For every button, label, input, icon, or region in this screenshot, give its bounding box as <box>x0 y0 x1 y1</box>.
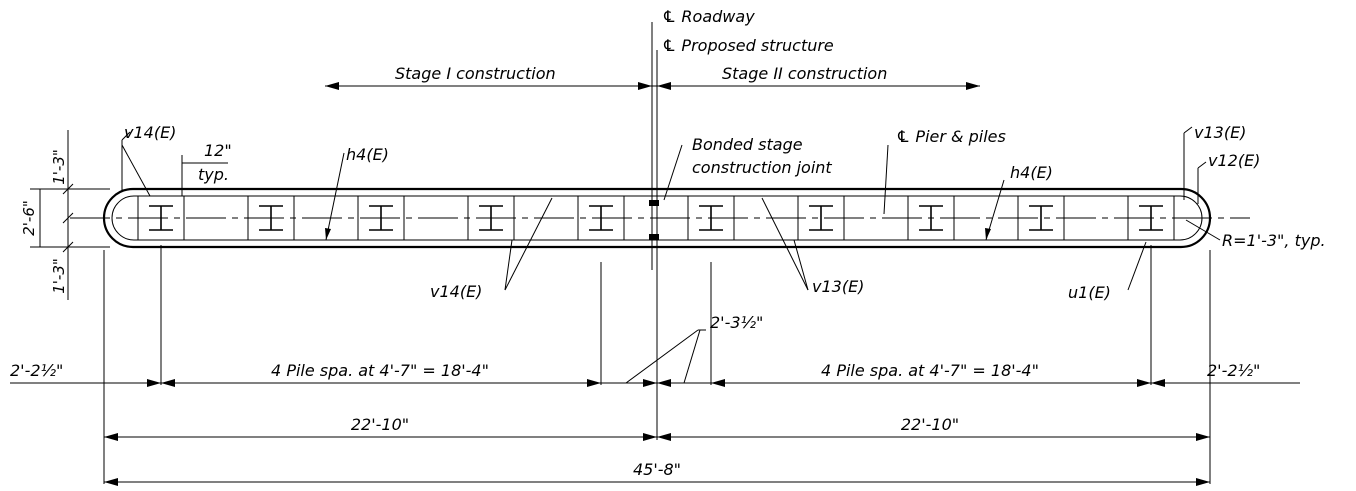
h-pile-icon <box>1017 195 1065 241</box>
right-half-length: 22'-10" <box>901 415 959 434</box>
h-pile-icon <box>247 195 295 241</box>
overall-length-dimension <box>104 478 1210 486</box>
h-pile-icon <box>907 195 955 241</box>
v13-callout: v13(E) <box>1194 123 1246 142</box>
h-pile-icon <box>1127 195 1175 241</box>
structure-centerline-label: ℄ Proposed structure <box>662 36 834 55</box>
left-callout-leaders <box>121 131 345 241</box>
v14-callout: v14(E) <box>124 123 176 142</box>
bottom-callout-leaders <box>504 197 1147 291</box>
v14-bottom-callout: v14(E) <box>430 282 482 301</box>
right-pile-spacing: 4 Pile spa. at 4'-7" = 18'-4" <box>821 361 1039 380</box>
construction-joint <box>649 200 659 240</box>
joint-label-line2: construction joint <box>692 158 832 177</box>
stage-two-label: Stage II construction <box>722 64 887 83</box>
v13-bottom-callout: v13(E) <box>812 277 864 296</box>
h-pile-icon <box>687 195 735 241</box>
centerline-roadway <box>651 22 658 270</box>
overall-length: 45'-8" <box>633 460 681 479</box>
right-callout-leaders <box>883 126 1221 241</box>
depth-dimensions <box>30 130 110 300</box>
joint-label-line1: Bonded stage <box>692 135 803 154</box>
typ-label: typ. <box>198 165 229 184</box>
dim-cap-depth: 2'-6" <box>20 200 38 236</box>
stage-one-label: Stage I construction <box>395 64 556 83</box>
pier-centerline-label: ℄ Pier & piles <box>896 127 1006 146</box>
h4-right-callout: h4(E) <box>1010 163 1053 182</box>
h4-left-callout: h4(E) <box>346 145 389 164</box>
pile-group <box>137 195 1175 241</box>
roadway-centerline-label: ℄ Roadway <box>662 7 755 26</box>
h-pile-icon <box>467 195 515 241</box>
u1-callout: u1(E) <box>1068 283 1111 302</box>
left-pile-spacing: 4 Pile spa. at 4'-7" = 18'-4" <box>271 361 489 380</box>
pier-cap-outline <box>70 187 1250 249</box>
dim-bottom-cover: 1'-3" <box>50 258 68 294</box>
h-pile-icon <box>137 195 185 241</box>
center-gap-dimension: 2'-3½" <box>710 313 763 332</box>
extension-lines <box>103 245 1211 484</box>
dim-top-cover: 1'-3" <box>50 149 68 185</box>
h-pile-icon <box>797 195 845 241</box>
joint-leader <box>663 144 683 201</box>
pile-spacing-dimension <box>10 329 1300 387</box>
twelve-inch-label: 12" <box>204 141 232 160</box>
radius-label: R=1'-3", typ. <box>1222 231 1326 250</box>
h-pile-icon <box>357 195 405 241</box>
left-half-length: 22'-10" <box>351 415 409 434</box>
left-end-dimension: 2'-2½" <box>10 361 63 380</box>
right-end-dimension: 2'-2½" <box>1207 361 1260 380</box>
stage-arrows <box>325 82 980 90</box>
half-length-dimension <box>104 433 1210 441</box>
h-pile-icon <box>577 195 625 241</box>
v12-callout: v12(E) <box>1208 151 1260 170</box>
